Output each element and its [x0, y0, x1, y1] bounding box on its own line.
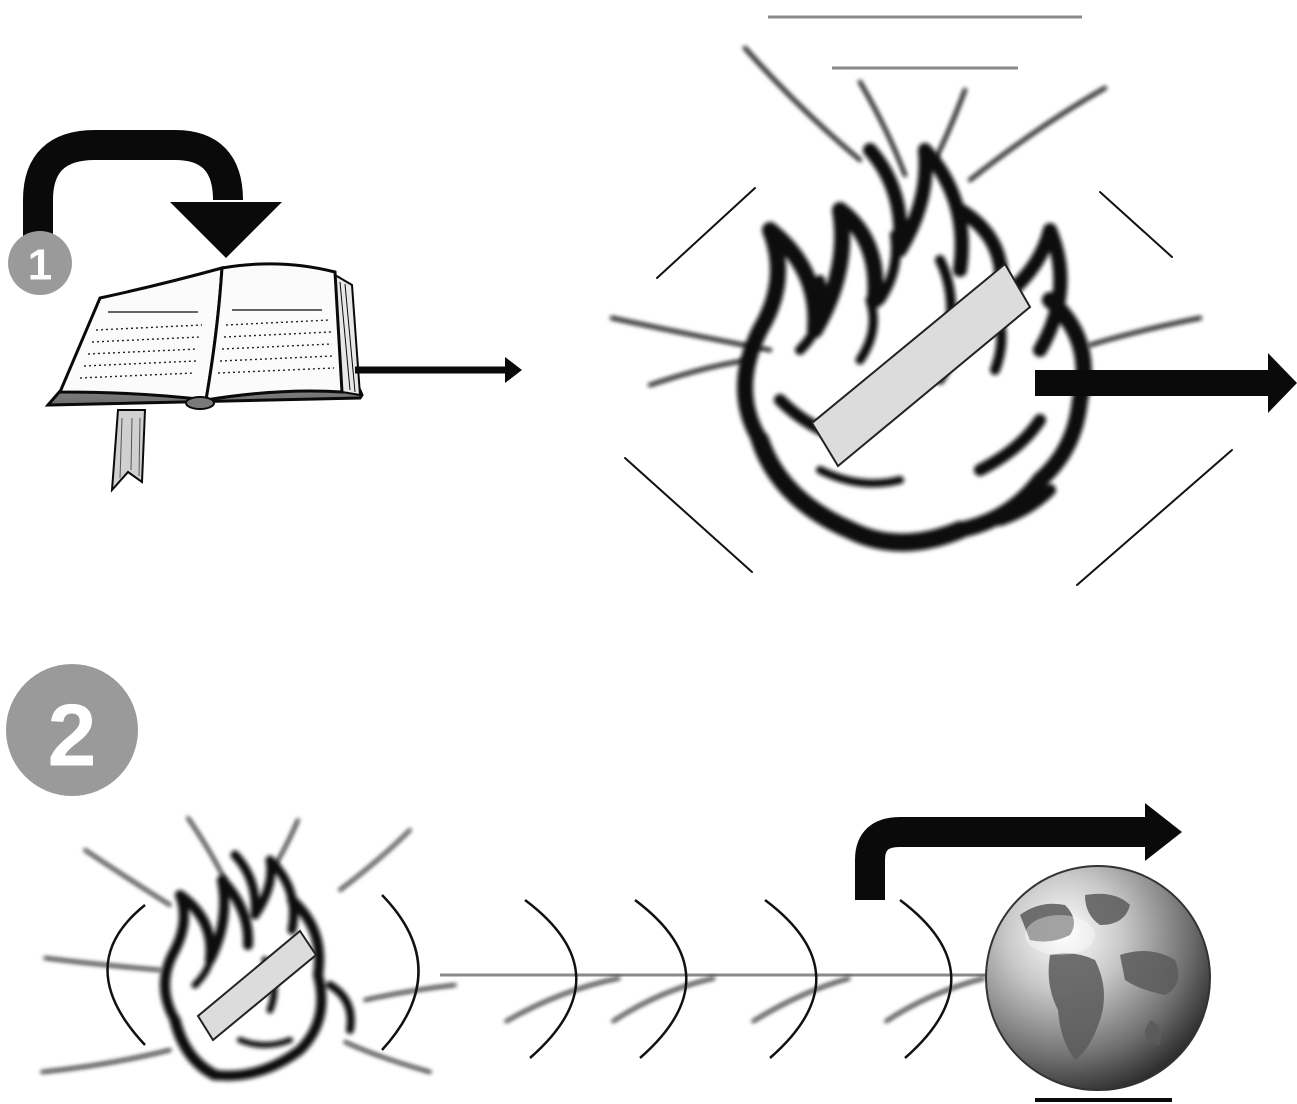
step-2-number-badge: 2 — [6, 664, 138, 796]
step-1-number: 1 — [28, 241, 52, 290]
curved-arrow-icon — [38, 145, 282, 258]
step-1-group: 1 — [8, 17, 1297, 585]
arrow-icon — [355, 357, 522, 383]
step-2-number: 2 — [48, 686, 97, 785]
globe-icon — [986, 866, 1210, 1090]
step-2-group: 2 — [6, 664, 1210, 1100]
open-book-icon — [48, 264, 362, 490]
fire-icon — [612, 48, 1232, 585]
step-1-number-badge: 1 — [8, 231, 72, 295]
wave-arcs — [505, 900, 985, 1058]
blank-answer-lines — [768, 17, 1082, 68]
fire-icon — [42, 818, 455, 1076]
